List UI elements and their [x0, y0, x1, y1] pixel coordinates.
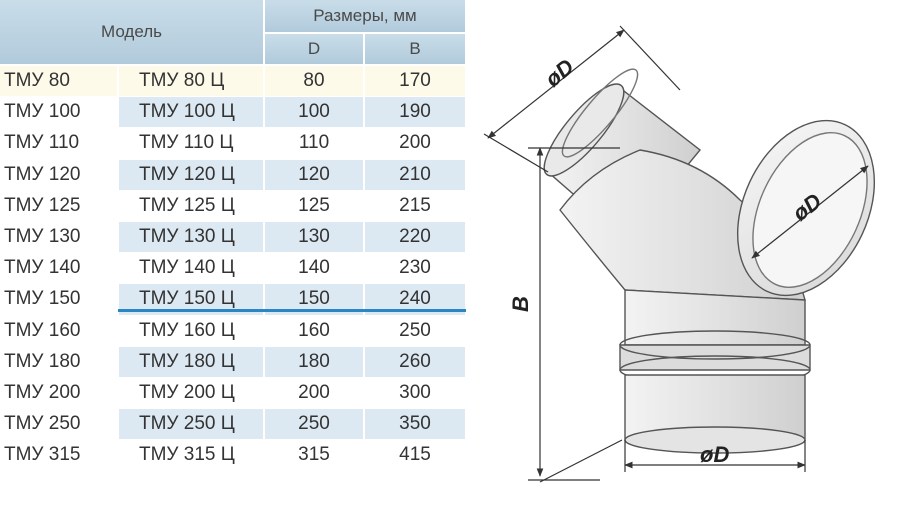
cell-d: 120 — [264, 159, 365, 191]
cell-model: ТМУ 150 — [0, 283, 119, 316]
cell-d: 160 — [264, 315, 365, 347]
cell-model: ТМУ 140 — [0, 252, 119, 285]
cell-b: 415 — [364, 439, 468, 472]
cell-model: ТМУ 100 — [0, 96, 119, 129]
cell-b: 220 — [364, 221, 468, 254]
y-branch-drawing: øD øD B øD — [483, 25, 876, 483]
cell-d: 100 — [264, 96, 365, 129]
label-height-b: B — [508, 296, 533, 312]
cell-b: 170 — [364, 65, 468, 98]
cell-model: ТМУ 110 — [0, 127, 119, 160]
cell-model-c: ТМУ 160 Ц — [118, 315, 265, 347]
cell-model: ТМУ 315 — [0, 439, 119, 472]
cell-model: ТМУ 180 — [0, 346, 119, 378]
header-model: Модель — [0, 0, 265, 66]
cell-model: ТМУ 160 — [0, 315, 119, 347]
cell-model-c: ТМУ 110 Ц — [118, 127, 265, 160]
cell-d: 110 — [264, 127, 365, 160]
cell-model: ТМУ 120 — [0, 159, 119, 191]
cell-b: 230 — [364, 252, 468, 285]
cell-b: 260 — [364, 346, 468, 378]
cell-model-c: ТМУ 140 Ц — [118, 252, 265, 285]
fitting-body — [543, 68, 876, 454]
cell-b: 215 — [364, 190, 468, 222]
cell-d: 80 — [264, 65, 365, 98]
cell-model-c: ТМУ 80 Ц — [118, 65, 265, 98]
header-b: B — [364, 33, 468, 66]
cell-model: ТМУ 130 — [0, 221, 119, 254]
cell-d: 125 — [264, 190, 365, 222]
cell-model-c: ТМУ 200 Ц — [118, 377, 265, 410]
cell-model-c: ТМУ 130 Ц — [118, 221, 265, 254]
cell-model: ТМУ 250 — [0, 408, 119, 441]
cell-model-c: ТМУ 125 Ц — [118, 190, 265, 222]
cell-model-c: ТМУ 180 Ц — [118, 346, 265, 378]
label-bottom-diameter: øD — [700, 442, 729, 467]
cell-b: 190 — [364, 96, 468, 129]
cell-d: 130 — [264, 221, 365, 254]
cell-b: 210 — [364, 159, 468, 191]
cell-b: 250 — [364, 315, 468, 347]
label-top-diameter: øD — [540, 54, 579, 92]
header-d: D — [264, 33, 365, 66]
cell-b: 350 — [364, 408, 468, 441]
cell-model-c: ТМУ 100 Ц — [118, 96, 265, 129]
cell-d: 180 — [264, 346, 365, 378]
cell-d: 200 — [264, 377, 365, 410]
cell-model: ТМУ 200 — [0, 377, 119, 410]
cell-model-c: ТМУ 250 Ц — [118, 408, 265, 441]
cell-model-c: ТМУ 315 Ц — [118, 439, 265, 472]
cell-model: ТМУ 80 — [0, 65, 119, 98]
cell-model: ТМУ 125 — [0, 190, 119, 222]
dimension-lines — [483, 25, 869, 483]
highlight-underline — [118, 309, 466, 312]
cell-b: 200 — [364, 127, 468, 160]
cell-model-c: ТМУ 120 Ц — [118, 159, 265, 191]
cell-d: 250 — [264, 408, 365, 441]
cell-d: 140 — [264, 252, 365, 285]
header-sizes: Размеры, мм — [264, 0, 468, 34]
cell-b: 300 — [364, 377, 468, 410]
cell-d: 315 — [264, 439, 365, 472]
